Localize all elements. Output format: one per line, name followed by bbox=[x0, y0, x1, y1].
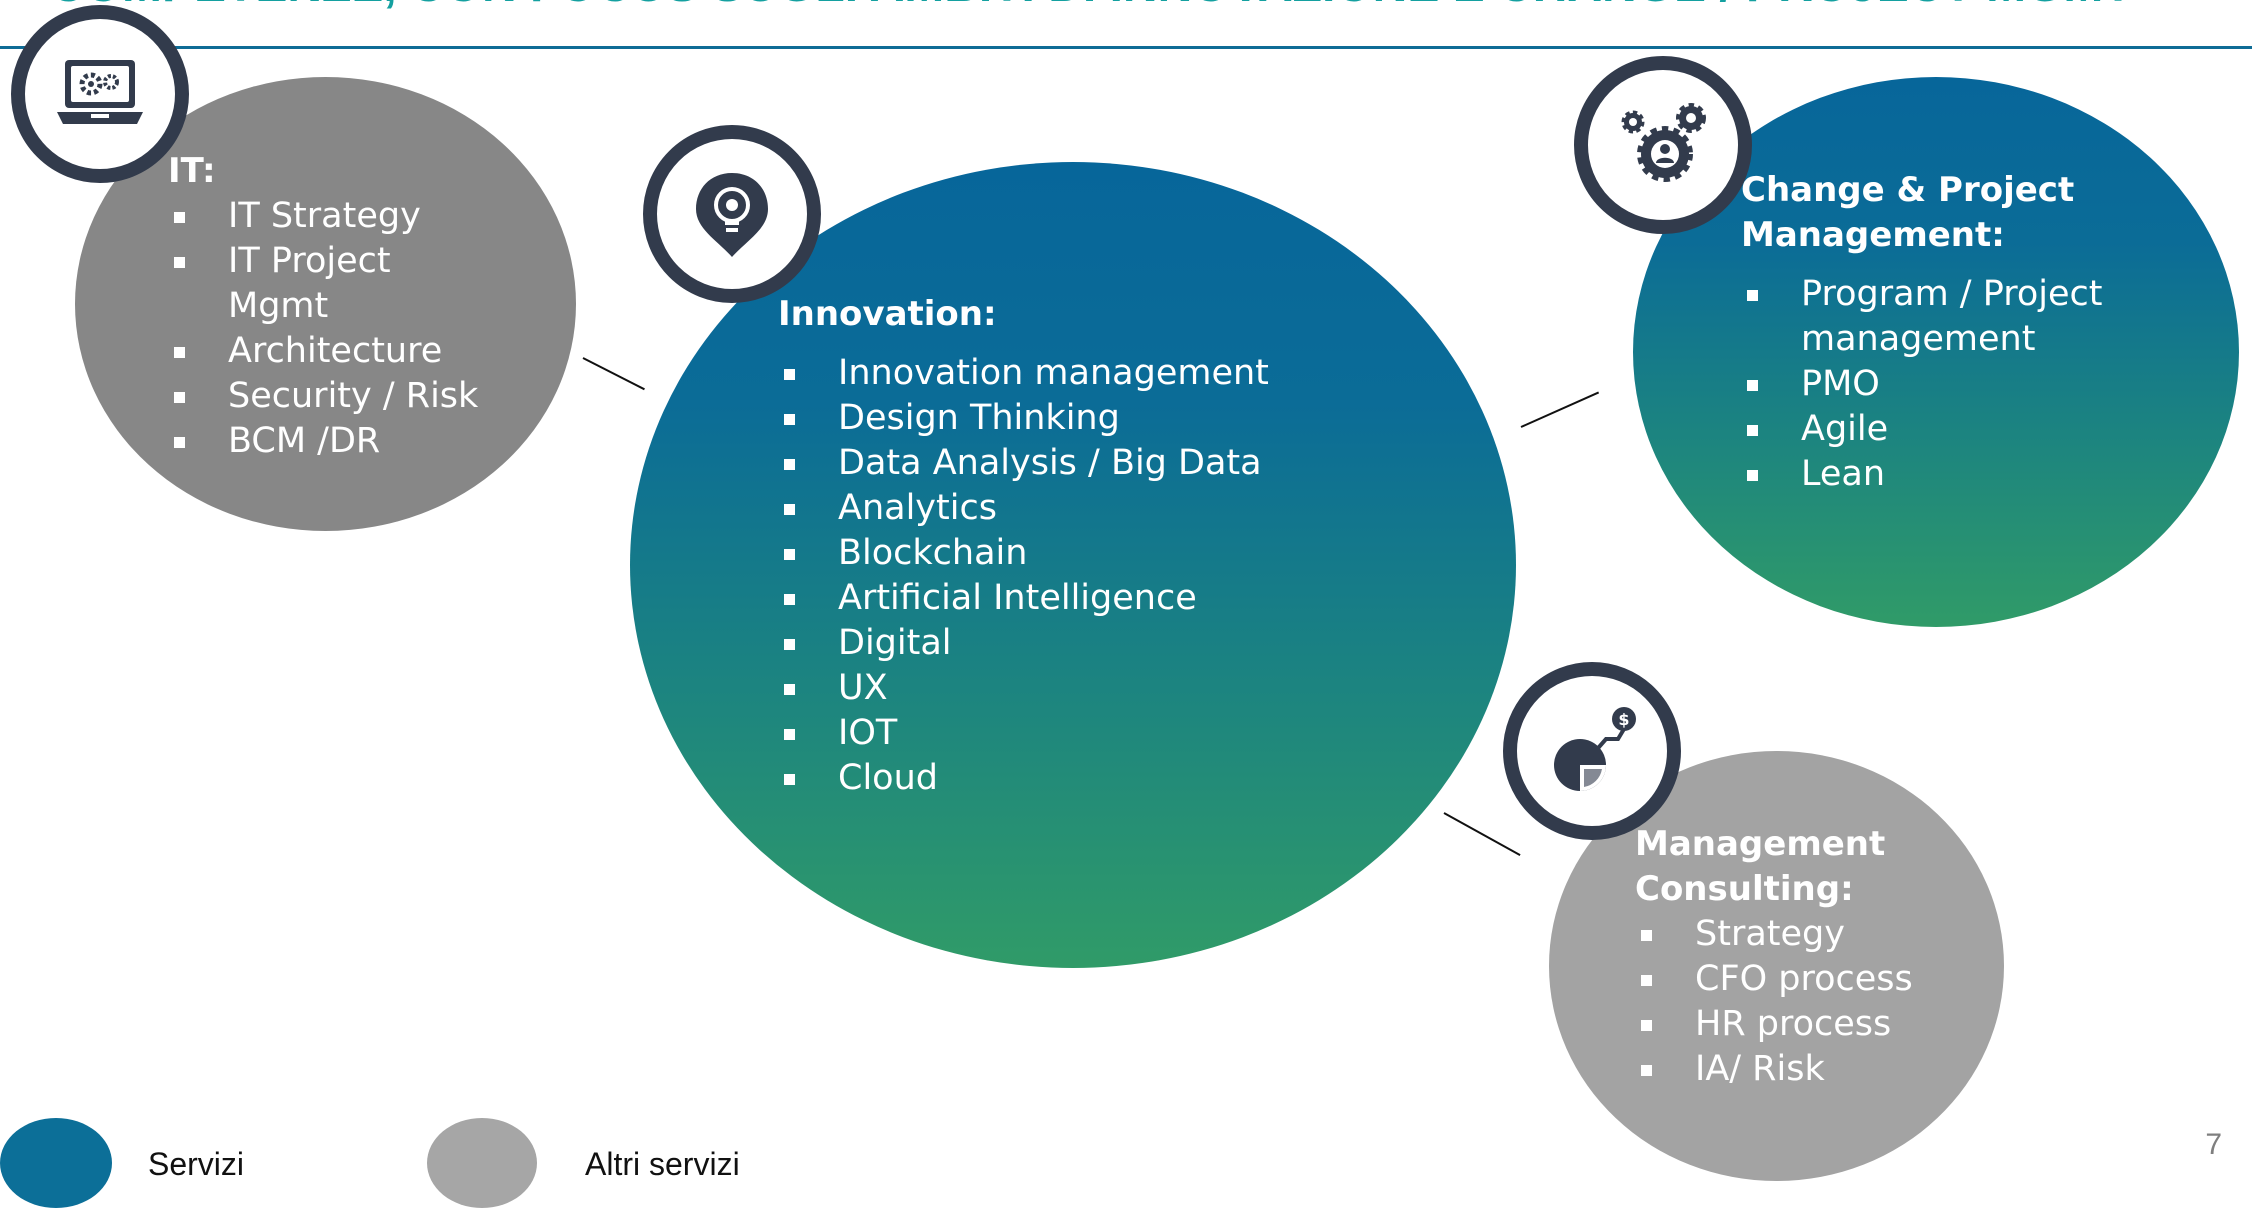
svg-text:$: $ bbox=[1618, 710, 1629, 729]
list-item: Design Thinking bbox=[778, 396, 1398, 441]
list-item: BCM /DR bbox=[168, 419, 498, 464]
innovation-heading: Innovation: bbox=[778, 294, 997, 334]
it-list: IT Strategy IT Project Mgmt Architecture… bbox=[168, 194, 498, 464]
innovation-badge bbox=[643, 125, 821, 303]
innovation-section: Innovation: Innovation management Design… bbox=[778, 292, 1398, 801]
innovation-bubble bbox=[630, 162, 1516, 968]
list-item: Innovation management bbox=[778, 351, 1398, 396]
legend-swatch-altri bbox=[427, 1118, 537, 1208]
pie-chart-dollar-icon: $ bbox=[1554, 707, 1636, 791]
legend-label-servizi: Servizi bbox=[148, 1146, 245, 1182]
page-title: COMPETENZE, CON FOCUS SUGLI AMBITI DI IN… bbox=[50, 0, 2133, 13]
change-badge bbox=[1574, 56, 1752, 234]
management-list: Strategy CFO process HR process IA/ Risk bbox=[1635, 912, 1965, 1092]
list-item: UX bbox=[778, 666, 1398, 711]
connector-it-innovation bbox=[582, 357, 645, 391]
change-list: Program / Project management PMO Agile L… bbox=[1741, 272, 2181, 497]
title-divider bbox=[0, 46, 2252, 49]
lightbulb-pin-icon bbox=[696, 173, 768, 257]
list-item: Agile bbox=[1741, 407, 2181, 452]
page-number: 7 bbox=[2205, 1128, 2222, 1161]
list-item: IOT bbox=[778, 711, 1398, 756]
gears-person-icon bbox=[1621, 103, 1706, 182]
list-item: Lean bbox=[1741, 452, 2181, 497]
laptop-gears-icon bbox=[57, 60, 143, 124]
legend-swatch-servizi bbox=[0, 1118, 112, 1208]
legend-label-altri: Altri servizi bbox=[585, 1146, 740, 1182]
list-item: Cloud bbox=[778, 756, 1398, 801]
list-item: Digital bbox=[778, 621, 1398, 666]
list-item: HR process bbox=[1635, 1002, 1965, 1047]
list-item: CFO process bbox=[1635, 957, 1965, 1002]
change-heading: Change & Project Management: bbox=[1741, 170, 2075, 255]
connector-innovation-management bbox=[1443, 812, 1521, 857]
management-heading: Management Consulting: bbox=[1635, 824, 1886, 909]
change-section: Change & Project Management: Program / P… bbox=[1741, 168, 2181, 497]
management-section: Management Consulting: Strategy CFO proc… bbox=[1635, 822, 1965, 1092]
list-item: Program / Project management bbox=[1741, 272, 2181, 362]
it-heading: IT: bbox=[168, 151, 216, 191]
list-item: Security / Risk bbox=[168, 374, 498, 419]
list-item: Blockchain bbox=[778, 531, 1398, 576]
title-bar: COMPETENZE, CON FOCUS SUGLI AMBITI DI IN… bbox=[0, 0, 2252, 48]
list-item: IT Project Mgmt bbox=[168, 239, 498, 329]
list-item: Analytics bbox=[778, 486, 1398, 531]
list-item: IA/ Risk bbox=[1635, 1047, 1965, 1092]
list-item: Data Analysis / Big Data bbox=[778, 441, 1398, 486]
list-item: Strategy bbox=[1635, 912, 1965, 957]
innovation-list: Innovation management Design Thinking Da… bbox=[778, 351, 1398, 801]
it-section: IT: IT Strategy IT Project Mgmt Architec… bbox=[168, 149, 498, 464]
list-item: IT Strategy bbox=[168, 194, 498, 239]
list-item: PMO bbox=[1741, 362, 2181, 407]
it-badge bbox=[11, 5, 189, 183]
management-badge: $ bbox=[1503, 662, 1681, 840]
list-item: Architecture bbox=[168, 329, 498, 374]
list-item: Artificial Intelligence bbox=[778, 576, 1398, 621]
connector-innovation-change bbox=[1520, 391, 1600, 428]
